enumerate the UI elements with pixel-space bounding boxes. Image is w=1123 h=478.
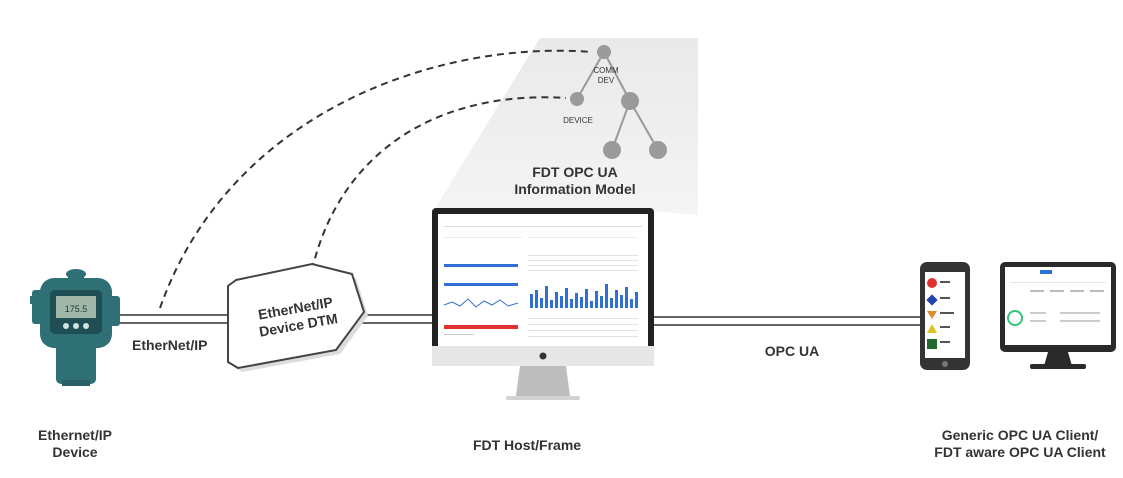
device-display (56, 296, 96, 318)
tree-node-leaf-right (649, 141, 667, 159)
tree-node-child (621, 92, 639, 110)
phone-client (920, 262, 970, 370)
host-monitor (432, 208, 654, 400)
cable-host-client (652, 316, 922, 326)
screen-bar-chart (530, 284, 638, 308)
label-ethernet-link: EtherNet/IP (132, 337, 208, 353)
ethernet-device (30, 269, 120, 386)
label-comm-dev: COMM DEV (593, 66, 619, 85)
tree-node-comm-dev (597, 45, 611, 59)
dashed-link-to-comm-dev (159, 49, 593, 309)
status-orange-icon (927, 311, 937, 319)
cable-dtm-host (360, 314, 434, 324)
label-ethernet-device: Ethernet/IP Device (38, 427, 112, 460)
status-blue-icon (926, 294, 938, 306)
label-client: Generic OPC UA Client/ FDT aware OPC UA … (934, 427, 1106, 460)
tree-node-leaf-left (603, 141, 621, 159)
dtm-box (227, 262, 368, 372)
label-host-frame: FDT Host/Frame (472, 437, 582, 453)
status-yellow-icon (927, 324, 937, 333)
label-info-model: FDT OPC UA Information Model (514, 164, 636, 197)
status-green-icon (927, 339, 937, 349)
device-display-value: 175.5 (65, 304, 88, 314)
status-red-icon (927, 278, 937, 288)
cable-device-dtm (118, 314, 236, 324)
label-opc-link: OPC UA (764, 343, 820, 359)
info-model-beam (434, 38, 698, 215)
client-monitor (1000, 262, 1116, 369)
label-device-node: DEVICE (563, 116, 593, 125)
tree-node-device (570, 92, 584, 106)
